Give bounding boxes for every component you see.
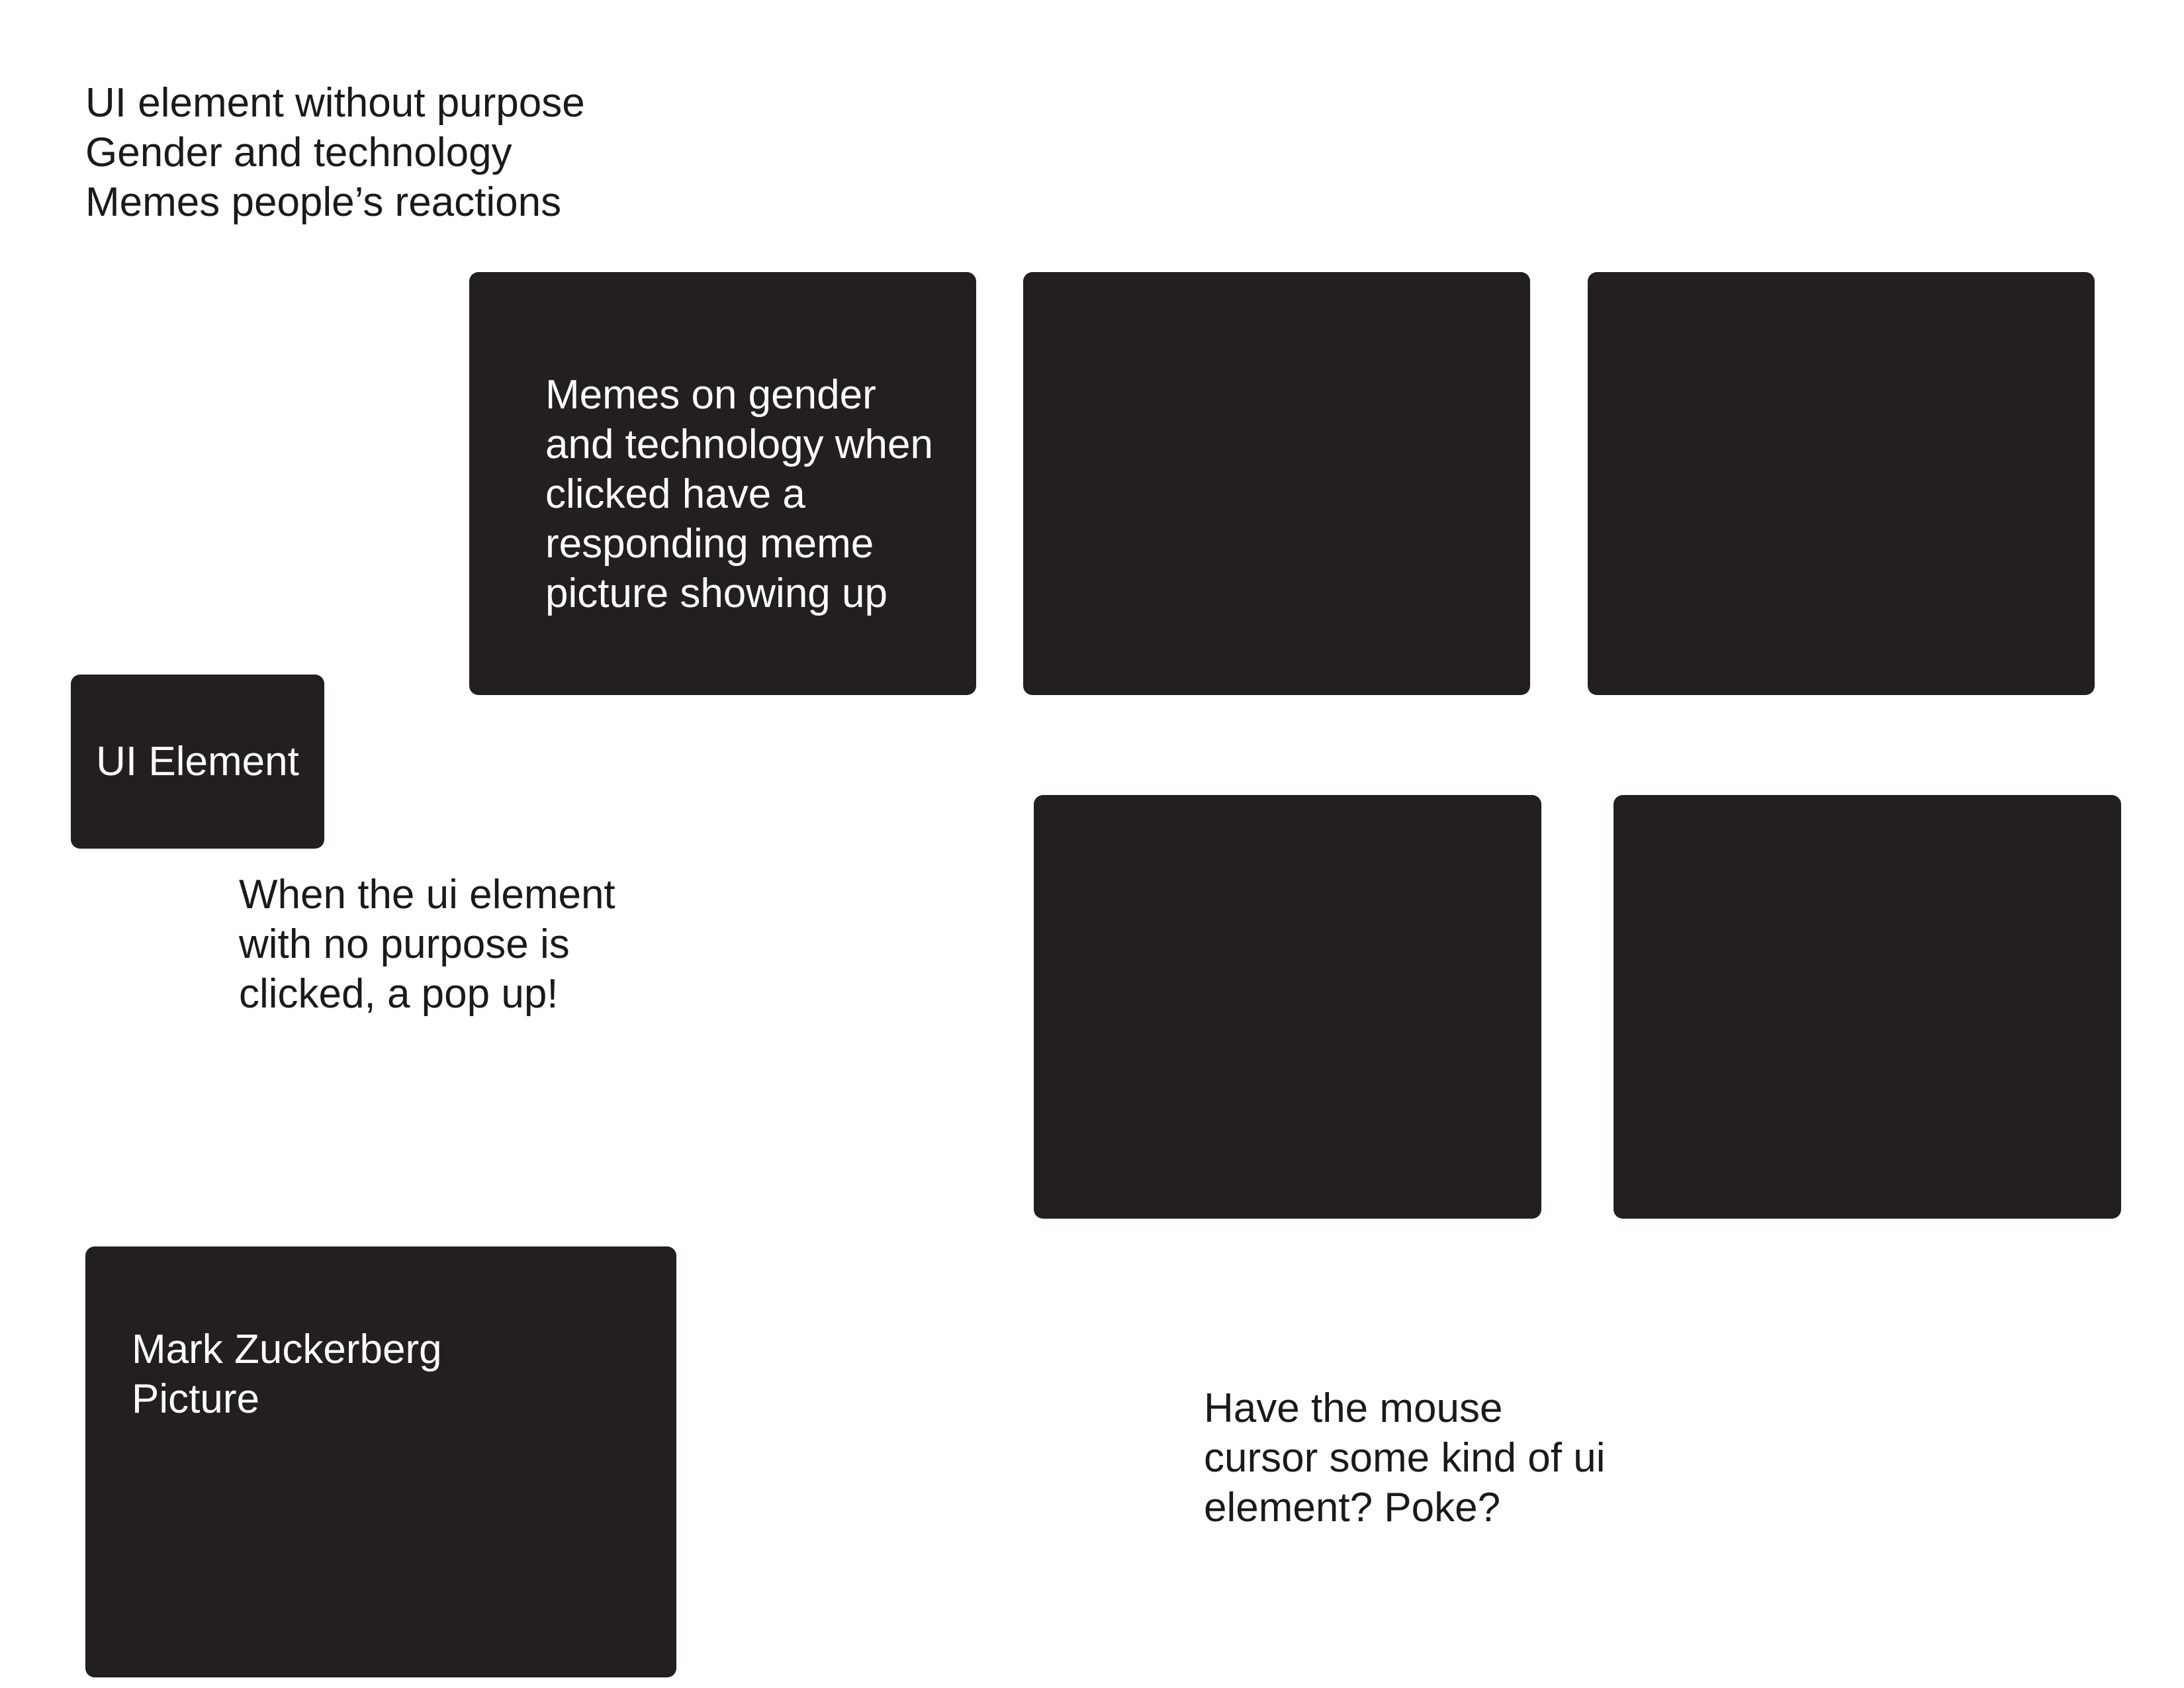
meme-panel-line: responding meme [545, 521, 874, 567]
ui-element-label: UI Element [96, 739, 299, 784]
intro-note-line: UI element without purpose [85, 80, 585, 126]
intro-notes: UI element without purpose Gender and te… [85, 78, 585, 227]
meme-panel-4[interactable] [1034, 795, 1541, 1219]
meme-panel-line: Memes on gender [545, 372, 876, 418]
picture-panel-line: Picture [132, 1376, 259, 1422]
intro-note-line: Memes people’s reactions [85, 179, 562, 225]
picture-panel-line: Mark Zuckerberg [132, 1327, 442, 1372]
cursor-note-line: Have the mouse [1204, 1385, 1503, 1431]
cursor-note: Have the mouse cursor some kind of ui el… [1204, 1383, 1605, 1532]
popup-note-line: clicked, a pop up! [239, 971, 559, 1017]
cursor-note-line: cursor some kind of ui [1204, 1435, 1606, 1481]
meme-panel-5[interactable] [1614, 795, 2121, 1219]
meme-panel-line: clicked have a [545, 471, 805, 517]
meme-panel-1[interactable]: Memes on gender and technology when clic… [469, 272, 976, 695]
popup-note-line: When the ui element [239, 872, 615, 917]
picture-panel-description: Mark Zuckerberg Picture [132, 1325, 442, 1424]
intro-note-line: Gender and technology [85, 130, 512, 175]
meme-panel-2[interactable] [1023, 272, 1530, 695]
meme-panel-description: Memes on gender and technology when clic… [545, 370, 933, 618]
meme-panel-line: picture showing up [545, 571, 887, 616]
meme-panel-line: and technology when [545, 422, 934, 467]
meme-panel-3[interactable] [1588, 272, 2095, 695]
cursor-note-line: element? Poke? [1204, 1485, 1501, 1530]
popup-note-line: with no purpose is [239, 921, 570, 967]
picture-panel[interactable]: Mark Zuckerberg Picture [85, 1246, 676, 1677]
popup-note: When the ui element with no purpose is c… [239, 870, 615, 1019]
ui-element-button[interactable]: UI Element [71, 675, 324, 849]
